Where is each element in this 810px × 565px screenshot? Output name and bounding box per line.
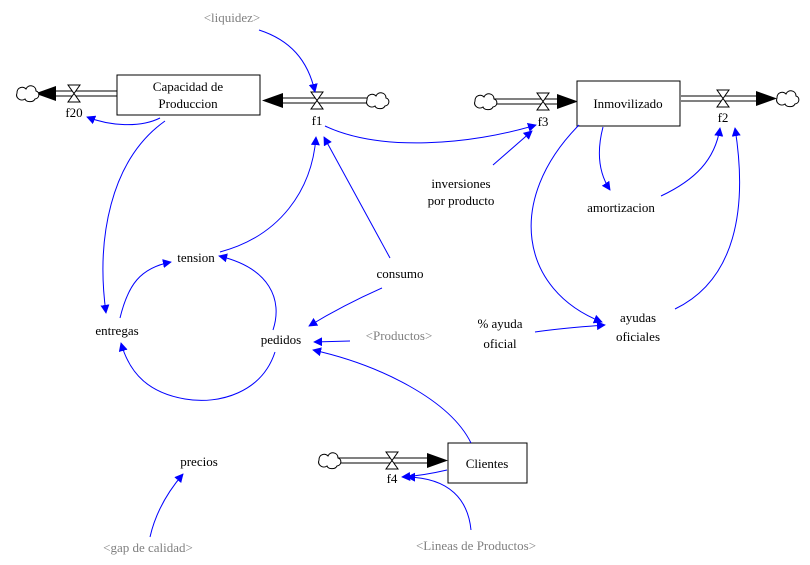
stock-capacidad-label-line2: Produccion: [158, 96, 218, 111]
flow-pipe-f20: [35, 86, 117, 101]
link-clientes-f4: [401, 469, 448, 481]
flow-f2-label: f2: [718, 110, 729, 125]
var-ayudas-oficiales-line2[interactable]: oficiales: [616, 329, 660, 344]
cloud-icon: [318, 452, 342, 470]
valve-icon[interactable]: [385, 451, 399, 470]
stock-capacidad-box[interactable]: [116, 74, 261, 116]
var-amortizacion[interactable]: amortizacion: [587, 200, 655, 215]
link-productos-pedidos: [313, 337, 351, 347]
stock-inmovilizado-label: Inmovilizado: [593, 96, 662, 111]
var-consumo[interactable]: consumo: [377, 266, 424, 281]
var-inversiones-line1[interactable]: inversiones: [431, 176, 490, 191]
link-gap-precios: [149, 473, 184, 538]
link-pedidos-entregas: [118, 342, 276, 401]
link-pedidos-tension: [218, 253, 277, 331]
var-ayudas-oficiales-line1[interactable]: ayudas: [620, 310, 656, 325]
valve-icon[interactable]: [716, 89, 730, 108]
valve-icon[interactable]: [67, 84, 81, 103]
link-consumo-pedidos: [308, 287, 383, 327]
var-precios[interactable]: precios: [180, 454, 218, 469]
stock-inmovilizado-box[interactable]: [576, 80, 681, 127]
link-inversiones-f3: [492, 130, 533, 166]
link-consumo-f1: [323, 136, 391, 259]
shadow-var-productos[interactable]: <Productos>: [366, 328, 433, 343]
flow-pipe-f1: [262, 93, 370, 108]
shadow-var-gap-calidad[interactable]: <gap de calidad>: [103, 540, 193, 555]
shadow-var-liquidez[interactable]: <liquidez>: [204, 10, 261, 25]
flow-pipe-f2: [681, 91, 777, 106]
flow-f4-label: f4: [387, 471, 398, 486]
link-ayuda-ayudas: [534, 321, 606, 333]
stock-capacidad-label-line1: Capacidad de: [153, 79, 224, 94]
link-inmovilizado-amortizacion: [598, 126, 611, 191]
stock-clientes-label: Clientes: [466, 456, 509, 471]
link-inmovilizado-ayudas: [530, 124, 603, 324]
link-entregas-tension: [119, 259, 172, 319]
stock-clientes-box[interactable]: [447, 442, 528, 484]
link-amortizacion-f2: [660, 127, 724, 197]
link-liquidez-f1: [258, 29, 318, 93]
cloud-icon: [366, 92, 390, 110]
link-ayudas-f2: [674, 127, 741, 310]
link-tension-f1: [219, 136, 320, 253]
valve-icon[interactable]: [310, 91, 324, 110]
cloud-icon: [474, 93, 498, 111]
var-ayuda-oficial-line1[interactable]: % ayuda: [477, 316, 522, 331]
link-clientes-pedidos: [312, 347, 472, 444]
valve-icon[interactable]: [536, 92, 550, 111]
link-f1-f3: [324, 123, 537, 144]
link-capacidad-f20: [86, 115, 161, 126]
var-ayuda-oficial-line2[interactable]: oficial: [483, 336, 517, 351]
var-pedidos[interactable]: pedidos: [261, 332, 301, 347]
link-lineas-f4: [406, 472, 472, 531]
flow-f1-label: f1: [312, 113, 323, 128]
link-capacidad-entregas: [100, 120, 166, 314]
cloud-icon: [776, 90, 800, 108]
flow-f20-label: f20: [65, 105, 82, 120]
shadow-var-lineas-productos[interactable]: <Lineas de Productos>: [416, 538, 536, 553]
var-tension[interactable]: tension: [177, 250, 215, 265]
causal-links: [86, 29, 741, 538]
var-entregas[interactable]: entregas: [95, 323, 138, 338]
flow-pipe-f3: [492, 94, 578, 109]
flow-f3-label: f3: [538, 114, 549, 129]
var-inversiones-line2[interactable]: por producto: [428, 193, 495, 208]
cloud-icon: [16, 85, 40, 103]
flow-pipe-f4: [336, 453, 448, 468]
